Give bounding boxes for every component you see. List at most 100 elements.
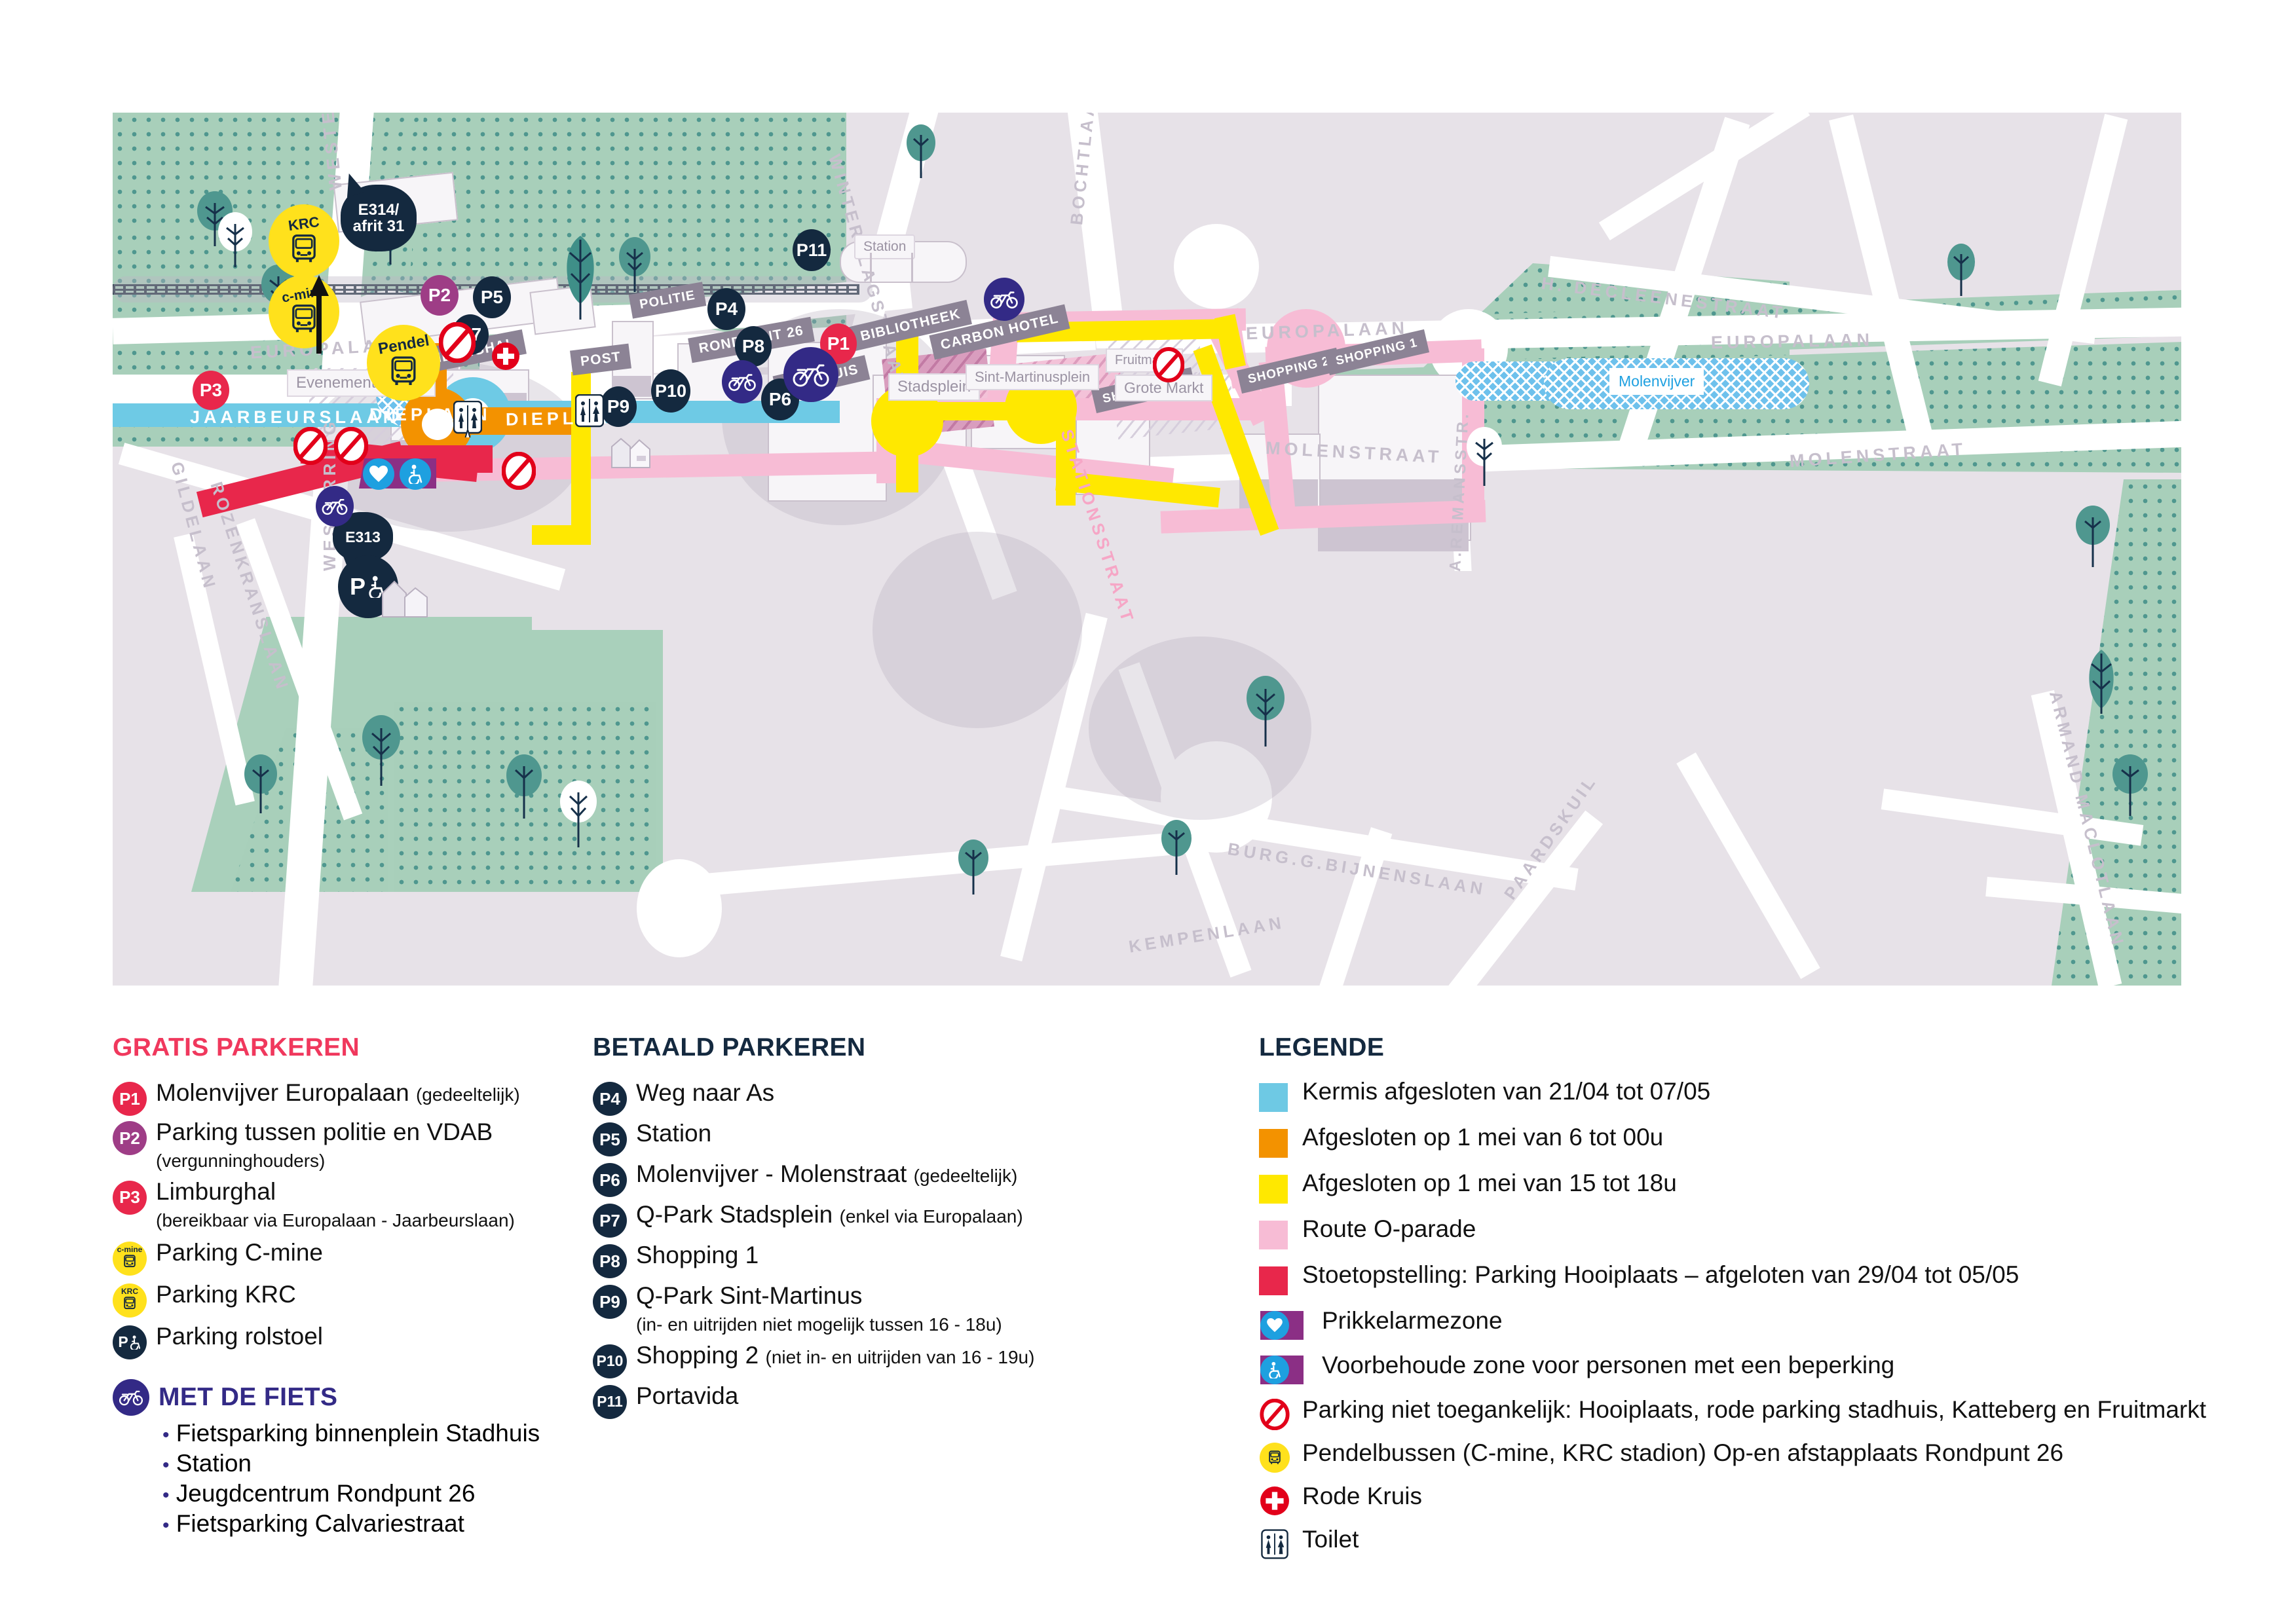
legende-item-label: Prikkelarmezone <box>1322 1307 1503 1334</box>
bus-icon <box>391 356 416 385</box>
legende-item: Afgesloten op 1 mei van 6 tot 00u <box>1259 1124 2209 1158</box>
swatch-route-oparade <box>1259 1221 1288 1249</box>
paid-parking-item-label: Q-Park Stadsplein <box>636 1201 833 1228</box>
paid-parking-item[interactable]: P6 Molenvijver - Molenstraat (gedeelteli… <box>593 1160 1136 1197</box>
paid-parking-item[interactable]: P7 Q-Park Stadsplein (enkel via Europala… <box>593 1201 1136 1238</box>
tree-icon <box>506 754 542 820</box>
tree-icon <box>2075 506 2111 568</box>
bike-list-item[interactable]: • Station <box>162 1449 252 1477</box>
badge-p7: P7 <box>593 1204 627 1238</box>
plate-stadsplein: Stadsplein <box>888 373 981 401</box>
paid-parking-item[interactable]: P9 Q-Park Sint-Martinus (in- en uitrijde… <box>593 1282 1136 1337</box>
map-pin-p11-label: P11 <box>796 240 827 260</box>
road-roundabout-kempen <box>637 859 722 957</box>
bike-list-item[interactable]: • Fietsparking Calvariestraat <box>162 1509 464 1537</box>
free-parking-item[interactable]: c-mine Parking C-mine <box>113 1239 637 1276</box>
free-parking-item[interactable]: P Parking rolstoel <box>113 1323 637 1359</box>
map-pin-p5[interactable]: P5 <box>473 276 511 318</box>
legende-item: Rode Kruis <box>1259 1483 2209 1517</box>
bike-list-item[interactable]: • Jeugdcentrum Rondpunt 26 <box>162 1479 476 1507</box>
map-pin-p1[interactable]: P1 <box>820 323 857 364</box>
legende-item: Toilet <box>1259 1526 2209 1560</box>
red-cross-icon <box>1259 1485 1290 1517</box>
badge-label: P5 <box>599 1129 620 1149</box>
swatch-afgesloten-yellow <box>1259 1175 1288 1204</box>
paid-parking-item-label: Portavida <box>636 1382 739 1409</box>
city-map: WESTERRING EUROPALAAN JAARBEURSLAAN DIEP… <box>113 113 2181 986</box>
badge-label: P <box>118 1333 128 1351</box>
badge-parking-rolstoel: P <box>113 1325 147 1359</box>
badge-p2: P2 <box>113 1121 147 1155</box>
badge-label: P6 <box>599 1170 620 1190</box>
legende-item-label: Rode Kruis <box>1302 1483 1423 1509</box>
tree-icon <box>559 781 597 849</box>
free-parking-item[interactable]: P2 Parking tussen politie en VDAB (vergu… <box>113 1118 637 1173</box>
paid-parking-item[interactable]: P4 Weg naar As <box>593 1079 1136 1116</box>
paid-parking-item[interactable]: P5 Station <box>593 1120 1136 1156</box>
street-label-jaarbeurslaan: JAARBEURSLAAN <box>190 407 400 427</box>
swatch-kermis <box>1259 1083 1288 1112</box>
free-parking-item[interactable]: P3 Limburghal (bereikbaar via Europalaan… <box>113 1178 637 1232</box>
map-pin-p8[interactable]: P8 <box>735 326 772 367</box>
swatch-stoetopstelling <box>1259 1266 1288 1295</box>
bike-parking-pin-station[interactable] <box>984 278 1024 321</box>
wheelchair-zone-icon <box>400 458 431 490</box>
legende-item-label: Parking niet toegankelijk: Hooiplaats, r… <box>1302 1396 2207 1423</box>
block-shadow-4 <box>873 532 1082 728</box>
free-parking-item-label: Parking tussen politie en VDAB <box>156 1118 493 1145</box>
bike-parking-pin-calvariestraat[interactable] <box>316 486 354 526</box>
badge-label: P9 <box>599 1291 620 1312</box>
bike-parking-pin-rondpunt26[interactable] <box>722 360 762 403</box>
park-area-south-central-dotted <box>394 702 656 892</box>
block-shadow-3 <box>1089 637 1311 820</box>
free-parking-item[interactable]: KRC Parking KRC <box>113 1281 637 1318</box>
bike-list-item[interactable]: • Fietsparking binnenplein Stadhuis <box>162 1419 540 1447</box>
badge-label: P1 <box>119 1088 140 1109</box>
paid-parking-item-label: Weg naar As <box>636 1079 775 1106</box>
map-pin-p11[interactable]: P11 <box>793 229 831 271</box>
no-entry-icon <box>334 427 368 465</box>
paid-parking-item[interactable]: P11 Portavida <box>593 1382 1136 1419</box>
free-parking-heading: GRATIS PARKEREN <box>113 1033 360 1061</box>
tree-icon <box>1246 676 1285 748</box>
paid-parking-item[interactable]: P10 Shopping 2 (niet in- en uitrijden va… <box>593 1342 1136 1378</box>
map-pin-p10[interactable]: P10 <box>651 369 690 413</box>
orange-roundabout-hole <box>422 409 453 440</box>
shuttle-pin-krc[interactable]: KRC <box>269 204 339 278</box>
badge-label: KRC <box>121 1287 138 1297</box>
badge-label: P7 <box>599 1210 620 1230</box>
free-parking-item-sub: (bereikbaar via Europalaan - Jaarbeursla… <box>156 1210 515 1231</box>
map-pin-p2[interactable]: P2 <box>421 275 459 316</box>
station-sign-posts <box>870 253 913 282</box>
free-parking-item-label: Molenvijver Europalaan <box>156 1079 409 1106</box>
shuttle-pin-pendel[interactable]: Pendel <box>367 325 440 401</box>
shuttle-bus-icon <box>1259 1442 1290 1473</box>
legende-heading: LEGENDE <box>1259 1033 1385 1061</box>
wheelchair-icon <box>369 576 385 598</box>
plate-sint-martinusplein: Sint-Martinusplein <box>966 364 1100 390</box>
map-pin-p4[interactable]: P4 <box>707 288 745 330</box>
bike-parking-pin-stadhuis[interactable] <box>783 347 838 402</box>
paid-parking-item-note: (gedeeltelijk) <box>913 1166 1018 1186</box>
no-entry-icon <box>1153 347 1184 382</box>
tree-icon <box>217 212 253 268</box>
map-pin-p9[interactable]: P9 <box>600 386 637 427</box>
free-parking-item[interactable]: P1 Molenvijver Europalaan (gedeeltelijk) <box>113 1079 637 1116</box>
paid-parking-heading: BETAALD PARKEREN <box>593 1033 866 1061</box>
paid-parking-item[interactable]: P8 Shopping 1 <box>593 1242 1136 1278</box>
heart-zone-icon <box>1259 1310 1305 1341</box>
bike-list-item-label: Fietsparking binnenplein Stadhuis <box>176 1419 540 1447</box>
paid-parking-item-label: Shopping 2 <box>636 1341 759 1369</box>
tree-icon <box>362 715 401 787</box>
bike-list-item-label: Station <box>176 1449 252 1477</box>
swatch-afgesloten-orange <box>1259 1129 1288 1158</box>
map-pin-p3[interactable]: P3 <box>193 371 229 410</box>
bicycle-icon <box>728 374 756 392</box>
shuttle-pin-cmine[interactable]: c-mine <box>269 275 339 348</box>
free-parking-item-sub: (vergunninghouders) <box>156 1151 326 1172</box>
map-pin-p9-label: P9 <box>607 396 630 416</box>
paid-parking-item-sub: (in- en uitrijden niet mogelijk tussen 1… <box>636 1314 1002 1335</box>
map-pin-p5-label: P5 <box>480 287 504 307</box>
badge-p10: P10 <box>593 1344 627 1378</box>
bike-section-heading: MET DE FIETS <box>159 1382 338 1411</box>
